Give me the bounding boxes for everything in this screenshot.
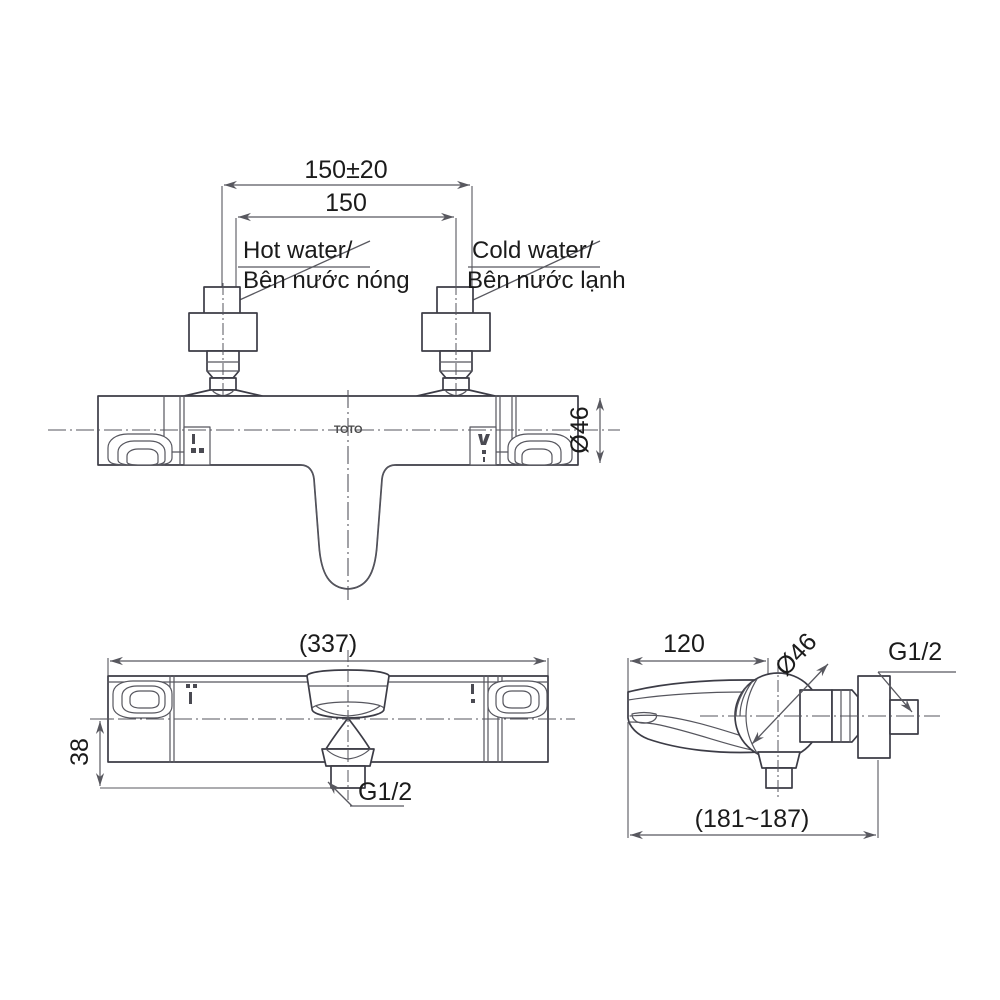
indicator-plate-left [183, 426, 211, 466]
dimension-overall-projection [627, 722, 879, 840]
spout-outlet-bottom [306, 650, 390, 800]
handle-temperature-bottom [112, 680, 173, 719]
callout-cold-water-line2: Bên nước lạnh [467, 267, 626, 294]
dimension-body-depth [95, 718, 340, 789]
inlet-connector-hot [183, 283, 263, 400]
dimension-label-overall-length: (337) [299, 630, 357, 658]
dimension-label-inlet-spacing: 150 [325, 189, 367, 217]
leader-hot-water [223, 240, 371, 308]
handle-temperature [107, 433, 185, 466]
leader-outlet-thread [327, 781, 404, 807]
indicator-marks-right-bottom [471, 684, 475, 703]
callout-outlet-thread: G1/2 [358, 778, 412, 806]
handle-flow-bottom [487, 680, 548, 719]
inlet-connector-cold [416, 283, 496, 400]
dimension-label-body-depth: 38 [66, 738, 94, 766]
dimension-label-overall-projection: (181~187) [695, 805, 810, 833]
callout-cold-water-line1: Cold water/ [472, 237, 594, 264]
leader-inlet-thread-side [877, 671, 956, 713]
callout-inlet-thread-side: G1/2 [888, 638, 942, 666]
handle-flow [495, 433, 573, 466]
dimension-label-inlet-spacing-tolerance: 150±20 [304, 156, 387, 184]
dimension-label-spout-projection: 120 [663, 630, 705, 658]
bottom-view [90, 650, 575, 807]
callout-hot-water-line1: Hot water/ [243, 237, 353, 264]
callout-hot-water-line2: Bên nước nóng [243, 267, 410, 294]
dimension-overall-length [107, 656, 549, 676]
side-view [627, 656, 956, 840]
brand-logo: TOTO [334, 424, 363, 436]
leader-cold-water [457, 240, 601, 308]
indicator-marks-left-bottom [186, 684, 197, 704]
front-elevation-view: TOTO [48, 180, 620, 600]
indicator-plate-right [469, 426, 497, 466]
leader-body-diameter-side [751, 663, 829, 745]
dimension-label-body-diameter-front: Ø46 [566, 406, 594, 453]
